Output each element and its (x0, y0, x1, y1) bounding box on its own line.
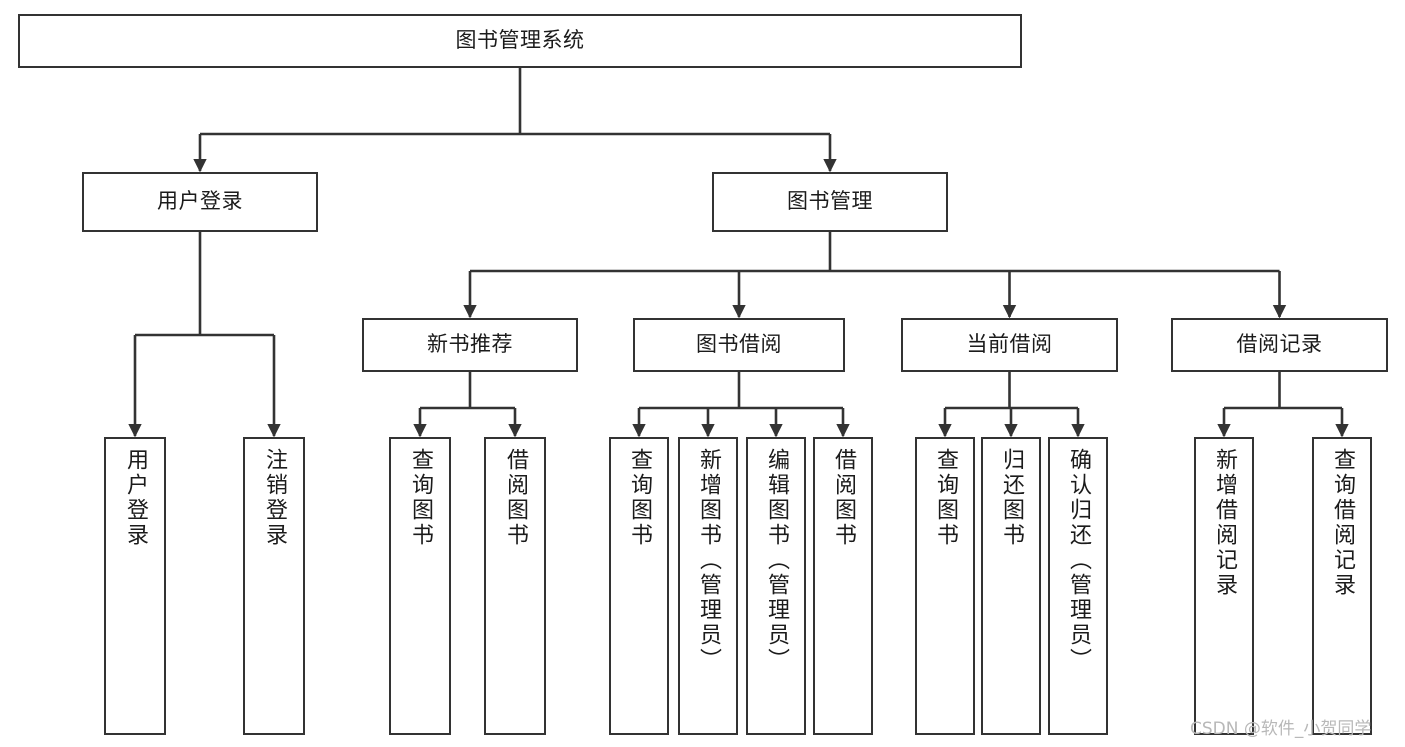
node-leaf-br-add[interactable]: 新增借阅记录 (1194, 437, 1254, 735)
node-leaf-rec-query[interactable]: 查询图书 (389, 437, 451, 735)
node-root[interactable]: 图书管理系统 (18, 14, 1022, 68)
node-leaf-bb-borrow[interactable]: 借阅图书 (813, 437, 873, 735)
node-label-leaf-bb-borrow: 借阅图书 (831, 448, 856, 548)
node-leaf-rec-borrow[interactable]: 借阅图书 (484, 437, 546, 735)
node-label-leaf-bb-query: 查询图书 (627, 448, 652, 548)
node-leaf-user-login[interactable]: 用户登录 (104, 437, 166, 735)
node-label-leaf-cb-confirm: 确认归还（管理员） (1066, 448, 1091, 673)
node-leaf-br-query[interactable]: 查询借阅记录 (1312, 437, 1372, 735)
node-label-leaf-logout: 注销登录 (262, 448, 287, 548)
node-label-borrow-record: 借阅记录 (1236, 332, 1323, 357)
node-leaf-cb-return[interactable]: 归还图书 (981, 437, 1041, 735)
node-label-leaf-bb-add: 新增图书（管理员） (696, 448, 721, 673)
node-leaf-bb-query[interactable]: 查询图书 (609, 437, 669, 735)
node-label-current-borrow: 当前借阅 (966, 332, 1053, 357)
node-leaf-cb-confirm[interactable]: 确认归还（管理员） (1048, 437, 1108, 735)
node-label-book-manage: 图书管理 (787, 189, 873, 214)
node-label-leaf-br-query: 查询借阅记录 (1330, 448, 1355, 598)
node-label-root: 图书管理系统 (455, 28, 585, 53)
node-label-leaf-user-login: 用户登录 (123, 448, 148, 548)
node-leaf-bb-add[interactable]: 新增图书（管理员） (678, 437, 738, 735)
node-leaf-bb-edit[interactable]: 编辑图书（管理员） (746, 437, 806, 735)
node-label-leaf-rec-borrow: 借阅图书 (503, 448, 528, 548)
node-label-leaf-bb-edit: 编辑图书（管理员） (764, 448, 789, 673)
node-label-user-login: 用户登录 (157, 189, 243, 214)
node-current-borrow[interactable]: 当前借阅 (901, 318, 1118, 372)
node-label-leaf-cb-return: 归还图书 (999, 448, 1024, 548)
node-book-manage[interactable]: 图书管理 (712, 172, 948, 232)
node-leaf-cb-query[interactable]: 查询图书 (915, 437, 975, 735)
node-borrow-record[interactable]: 借阅记录 (1171, 318, 1388, 372)
node-label-book-borrow: 图书借阅 (696, 332, 782, 357)
node-new-book-rec[interactable]: 新书推荐 (362, 318, 578, 372)
node-label-leaf-rec-query: 查询图书 (408, 448, 433, 548)
node-label-new-book-rec: 新书推荐 (427, 332, 513, 357)
node-book-borrow[interactable]: 图书借阅 (633, 318, 845, 372)
node-label-leaf-cb-query: 查询图书 (933, 448, 958, 548)
node-leaf-logout[interactable]: 注销登录 (243, 437, 305, 735)
node-user-login[interactable]: 用户登录 (82, 172, 318, 232)
node-label-leaf-br-add: 新增借阅记录 (1212, 448, 1237, 598)
watermark-text: CSDN @软件_小贺同学 (1190, 719, 1372, 739)
